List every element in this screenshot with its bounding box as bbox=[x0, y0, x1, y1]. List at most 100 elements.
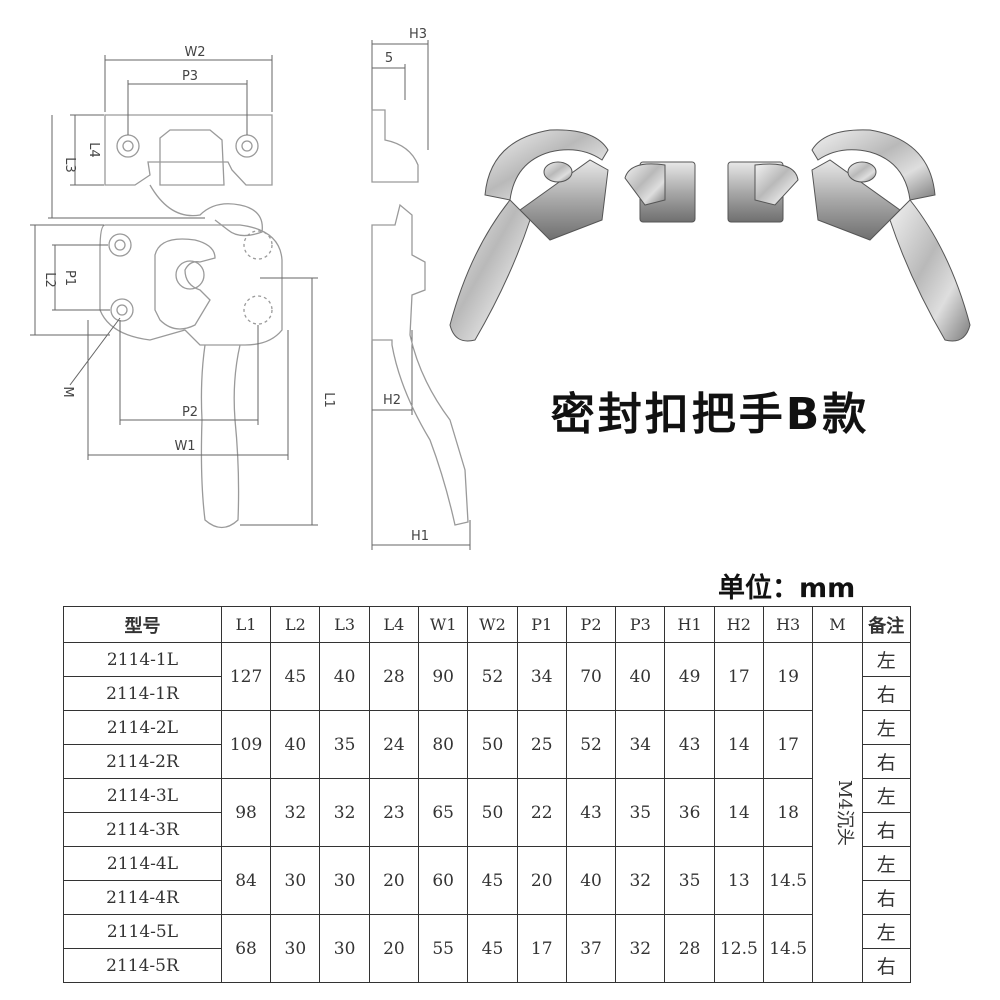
keeper-left bbox=[624, 161, 696, 223]
value-cell-l2: 45 bbox=[270, 642, 321, 711]
header-row: 型号 L1 L2 L3 L4 W1 W2 P1 P2 P3 H1 H2 H3 M… bbox=[63, 606, 912, 643]
value-cell-w1: 65 bbox=[418, 778, 469, 847]
value-cell-l3: 30 bbox=[319, 914, 370, 983]
value-cell-w2: 45 bbox=[467, 914, 518, 983]
model-cell: 2114-1R bbox=[63, 676, 222, 711]
value-cell-w2: 50 bbox=[467, 710, 518, 779]
value-cell-h2: 12.5 bbox=[713, 914, 765, 983]
table-row: 2114-3R 右 bbox=[63, 812, 912, 847]
model-cell: 2114-2L bbox=[63, 710, 222, 745]
header-p1: P1 bbox=[516, 606, 567, 643]
value-cell-p1: 34 bbox=[516, 642, 567, 711]
mount-text: M4沉头 bbox=[834, 779, 856, 846]
keeper-right bbox=[727, 161, 799, 223]
header-l3: L3 bbox=[319, 606, 370, 643]
label-l3: L3 bbox=[62, 157, 77, 173]
note-cell: 左 bbox=[861, 642, 912, 677]
note-cell: 右 bbox=[861, 880, 912, 915]
value-cell-w1: 55 bbox=[418, 914, 469, 983]
technical-drawing: W2 P3 L4 L3 P1 L2 M P2 W1 L1 H3 5 H2 H1 bbox=[30, 27, 471, 550]
value-cell-h3: 19 bbox=[763, 642, 814, 711]
model-cell: 2114-5R bbox=[63, 948, 222, 983]
value-cell-l3: 32 bbox=[319, 778, 370, 847]
top-plate-outline bbox=[104, 114, 273, 186]
value-cell-h1: 28 bbox=[664, 914, 715, 983]
value-cell-l1: 84 bbox=[220, 846, 272, 915]
handle-outline bbox=[200, 344, 241, 529]
table-row: 2114-2R 右 bbox=[63, 744, 912, 779]
value-cell-l4: 20 bbox=[368, 846, 420, 915]
header-p3: P3 bbox=[615, 606, 666, 643]
value-cell-l1: 98 bbox=[220, 778, 272, 847]
value-cell-l2: 32 bbox=[270, 778, 321, 847]
label-l4: L4 bbox=[86, 142, 101, 158]
value-cell-h2: 14 bbox=[713, 778, 765, 847]
label-h2: H2 bbox=[383, 393, 401, 408]
value-cell-h3: 14.5 bbox=[763, 914, 814, 983]
value-cell-h1: 36 bbox=[664, 778, 715, 847]
value-cell-p1: 25 bbox=[516, 710, 567, 779]
product-title: 密封扣把手B款 bbox=[550, 389, 870, 440]
value-cell-l3: 30 bbox=[319, 846, 370, 915]
hook-tab bbox=[149, 184, 263, 237]
value-cell-l1: 109 bbox=[220, 710, 272, 779]
note-cell: 右 bbox=[861, 812, 912, 847]
value-cell-p1: 22 bbox=[516, 778, 567, 847]
side-bottom-plate bbox=[371, 203, 469, 526]
model-cell: 2114-1L bbox=[63, 642, 222, 677]
value-cell-l1: 127 bbox=[220, 642, 272, 711]
label-p2: P2 bbox=[182, 405, 198, 420]
header-m: M bbox=[812, 606, 863, 643]
header-note: 备注 bbox=[861, 606, 912, 643]
note-cell: 左 bbox=[861, 778, 912, 813]
header-h1: H1 bbox=[664, 606, 715, 643]
value-cell-w2: 52 bbox=[467, 642, 518, 711]
top-plate-hexagon bbox=[159, 129, 225, 186]
value-cell-l4: 20 bbox=[368, 914, 420, 983]
label-l1: L1 bbox=[321, 392, 336, 408]
model-cell: 2114-3R bbox=[63, 812, 222, 847]
value-cell-h2: 13 bbox=[713, 846, 765, 915]
table-row: 2114-5R 右 bbox=[63, 948, 912, 983]
label-h1: H1 bbox=[411, 529, 429, 544]
value-cell-p2: 40 bbox=[565, 846, 617, 915]
value-cell-l4: 23 bbox=[368, 778, 420, 847]
value-cell-h1: 35 bbox=[664, 846, 715, 915]
value-cell-l3: 40 bbox=[319, 642, 370, 711]
header-h3: H3 bbox=[763, 606, 814, 643]
value-cell-p3: 34 bbox=[615, 710, 666, 779]
header-w1: W1 bbox=[418, 606, 469, 643]
value-cell-l2: 30 bbox=[270, 846, 321, 915]
mount-cell: M4沉头 bbox=[812, 642, 863, 983]
label-p1: P1 bbox=[62, 270, 77, 286]
model-cell: 2114-2R bbox=[63, 744, 222, 779]
unit-label: 单位：mm bbox=[718, 573, 856, 604]
value-cell-w2: 45 bbox=[467, 846, 518, 915]
value-cell-l3: 35 bbox=[319, 710, 370, 779]
value-cell-h3: 18 bbox=[763, 778, 814, 847]
value-cell-p2: 70 bbox=[565, 642, 617, 711]
value-cell-l2: 30 bbox=[270, 914, 321, 983]
value-cell-h1: 43 bbox=[664, 710, 715, 779]
side-top-plate bbox=[371, 109, 419, 183]
label-p3: P3 bbox=[182, 69, 198, 84]
product-photo bbox=[449, 129, 971, 342]
value-cell-p2: 52 bbox=[565, 710, 617, 779]
note-cell: 左 bbox=[861, 914, 912, 949]
header-h2: H2 bbox=[713, 606, 765, 643]
value-cell-p3: 40 bbox=[615, 642, 666, 711]
header-model: 型号 bbox=[63, 606, 222, 643]
value-cell-h2: 14 bbox=[713, 710, 765, 779]
value-cell-w1: 90 bbox=[418, 642, 469, 711]
header-l1: L1 bbox=[220, 606, 272, 643]
note-cell: 右 bbox=[861, 948, 912, 983]
note-cell: 右 bbox=[861, 744, 912, 779]
cam-slot bbox=[154, 238, 216, 330]
header-l2: L2 bbox=[270, 606, 321, 643]
label-m: M bbox=[60, 386, 75, 397]
value-cell-l4: 24 bbox=[368, 710, 420, 779]
